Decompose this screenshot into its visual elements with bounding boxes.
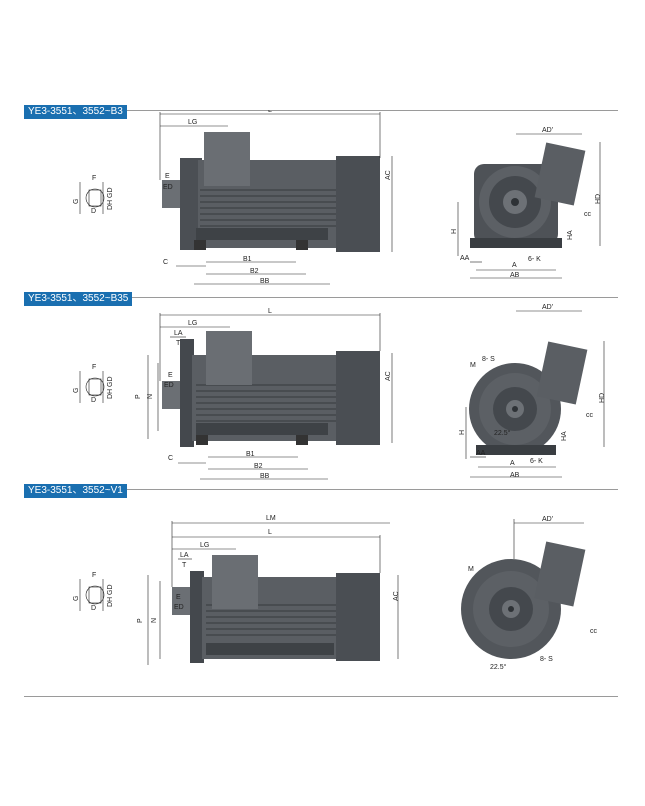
b3-side-view	[162, 132, 380, 252]
b3-drawing: F G GD D DH L LG E ED AC C B1 B	[73, 110, 602, 285]
dim-ad: AD'	[542, 516, 553, 523]
dim-la: LA	[180, 552, 189, 559]
dim-aa: AA	[476, 450, 486, 457]
dim-c: C	[168, 455, 173, 462]
dim-l: L	[268, 110, 272, 114]
label-f: F	[92, 175, 96, 182]
dim-hd: HD	[595, 194, 602, 204]
dim-ha: HA	[567, 230, 574, 240]
label-gd: GD	[107, 188, 114, 199]
v1-end-dimensions	[513, 519, 584, 559]
dim-aa: AA	[460, 255, 470, 262]
shaft-key-detail: F G GD D DH	[73, 175, 114, 215]
b3-end-view	[470, 142, 586, 248]
dim-a: A	[510, 460, 515, 467]
label-gd: GD	[107, 585, 114, 596]
dim-cc: cc	[590, 628, 598, 635]
dim-l: L	[268, 529, 272, 536]
dim-la: LA	[174, 330, 183, 337]
dim-ed: ED	[174, 604, 184, 611]
dim-ac: AC	[385, 170, 392, 180]
label-gd: GD	[107, 377, 114, 388]
dim-e: E	[176, 594, 181, 601]
dim-s: 8- S	[482, 356, 495, 363]
v1-dimension-lines	[147, 521, 399, 665]
dim-ed: ED	[164, 382, 174, 389]
dim-bb: BB	[260, 473, 270, 480]
dim-angle: 22.5°	[494, 429, 511, 437]
label-d: D	[91, 397, 96, 404]
label-dh: DH	[107, 597, 114, 607]
shaft-key-detail: F G GD D DH	[73, 572, 114, 612]
v1-drawing: F G GD D DH LM L LG LA T E ED P N AC	[73, 515, 598, 671]
dim-m: M	[470, 362, 476, 369]
dim-ab: AB	[510, 472, 520, 479]
b3-dimension-lines	[159, 112, 393, 285]
dim-bb: BB	[260, 278, 270, 285]
dim-ad: AD'	[542, 127, 553, 134]
dim-e: E	[165, 173, 170, 180]
label-d: D	[91, 605, 96, 612]
b35-end-dimensions	[465, 310, 605, 478]
dim-p: P	[137, 618, 144, 623]
dim-h: H	[451, 229, 458, 234]
dim-a: A	[512, 262, 517, 269]
dim-lm: LM	[266, 515, 276, 522]
dim-ad: AD'	[542, 304, 553, 311]
dim-t: T	[182, 562, 187, 569]
label-g: G	[73, 596, 80, 601]
section-title-b3: YE3-3551、3552~B3	[24, 105, 127, 119]
label-dh: DH	[107, 389, 114, 399]
b35-dimension-lines	[147, 313, 393, 480]
section-divider	[24, 110, 618, 111]
label-g: G	[73, 199, 80, 204]
label-d: D	[91, 208, 96, 215]
dim-t: T	[176, 340, 181, 347]
dim-cc: cc	[586, 412, 594, 419]
section-title-b35: YE3-3551、3552~B35	[24, 292, 133, 306]
dim-angle: 22.5°	[490, 663, 507, 671]
dim-e: E	[168, 372, 173, 379]
label-g: G	[73, 388, 80, 393]
v1-end-view	[461, 541, 586, 659]
b35-end-view	[469, 341, 588, 455]
dim-lg: LG	[188, 119, 197, 126]
dim-ha: HA	[561, 431, 568, 441]
dim-n: N	[151, 618, 158, 623]
dim-h: H	[459, 430, 466, 435]
label-f: F	[92, 364, 96, 371]
dim-k: 6- K	[528, 256, 541, 263]
dim-b1: B1	[246, 451, 255, 458]
dim-n: N	[147, 394, 154, 399]
dim-p: P	[135, 394, 142, 399]
v1-side-view	[172, 555, 380, 663]
dim-b2: B2	[254, 463, 263, 470]
dim-lg: LG	[200, 542, 209, 549]
dim-ac: AC	[393, 591, 400, 601]
label-f: F	[92, 572, 96, 579]
dim-ed: ED	[163, 184, 173, 191]
dim-s: 8- S	[540, 656, 553, 663]
dim-m: M	[468, 566, 474, 573]
dim-ab: AB	[510, 272, 520, 279]
b35-side-view	[162, 331, 380, 447]
label-dh: DH	[107, 200, 114, 210]
b35-drawing: F G GD D DH L LG LA T E	[73, 304, 606, 480]
dim-lg: LG	[188, 320, 197, 327]
dim-ac: AC	[385, 371, 392, 381]
section-divider	[24, 696, 618, 697]
section-divider	[24, 297, 618, 298]
shaft-key-detail: F G GD D DH	[73, 364, 114, 404]
section-title-v1: YE3-3551、3552~V1	[24, 484, 127, 498]
dim-b2: B2	[250, 268, 259, 275]
section-divider	[24, 489, 618, 490]
dim-c: C	[163, 259, 168, 266]
b3-end-dimensions	[457, 133, 601, 279]
dim-hd: HD	[599, 393, 606, 403]
dim-k: 6- K	[530, 458, 543, 465]
dim-l: L	[268, 308, 272, 315]
dim-cc: cc	[584, 211, 592, 218]
dim-b1: B1	[243, 256, 252, 263]
